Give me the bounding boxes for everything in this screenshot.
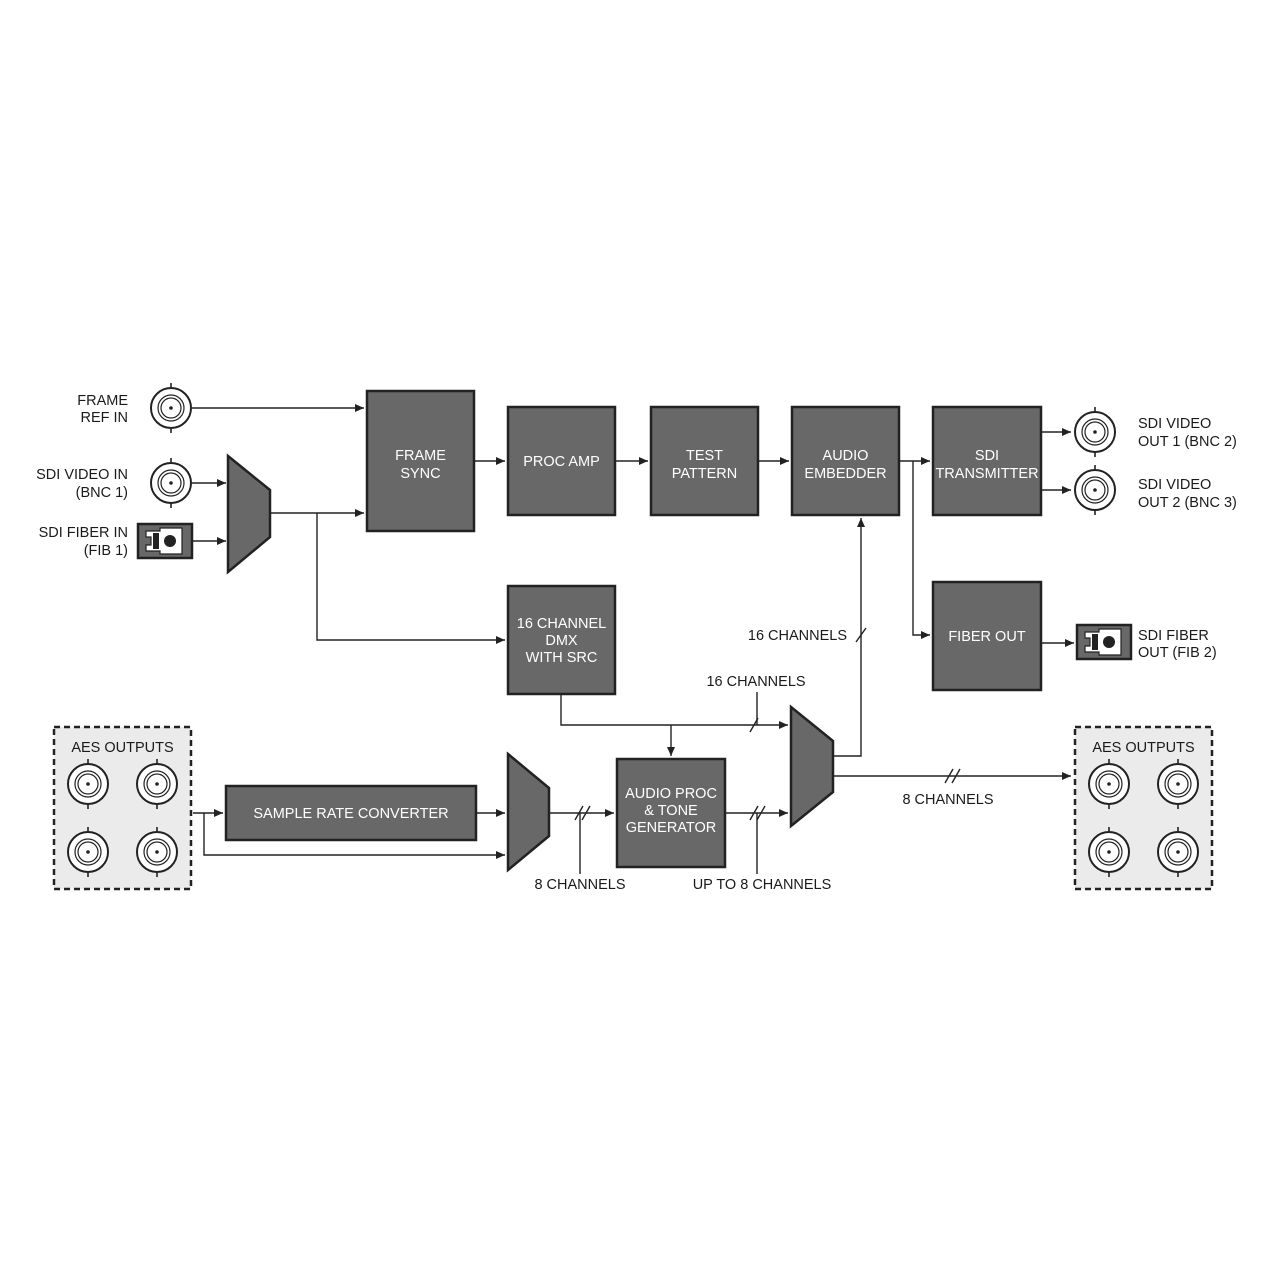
- audio-embedder-label-2: EMBEDDER: [804, 466, 886, 482]
- sdi-out2-bnc-icon: [1074, 464, 1116, 516]
- dmx-label-3: WITH SRC: [526, 650, 598, 666]
- proc-amp-block: PROC AMP: [506, 405, 617, 517]
- sdi-out1-label-1: SDI VIDEO: [1138, 416, 1211, 432]
- frame-ref-bnc-icon: [150, 382, 192, 434]
- channels-dmx-to-mux-label: 16 CHANNELS: [706, 674, 805, 690]
- channels-to-embedder-label: 16 CHANNELS: [748, 628, 847, 644]
- dmx-label-2: DMX: [545, 633, 578, 649]
- sdi-transmitter-block: SDI TRANSMITTER: [931, 405, 1043, 517]
- frame-ref-label-1: FRAME: [77, 393, 128, 409]
- frame-sync-label-1: FRAME: [395, 448, 446, 464]
- audio-embedder-label-1: AUDIO: [823, 448, 869, 464]
- dmx-block: 16 CHANNEL DMX WITH SRC: [506, 584, 617, 696]
- port-labels: FRAME REF IN SDI VIDEO IN (BNC 1) SDI FI…: [36, 393, 1237, 661]
- aes-left-title: AES OUTPUTS: [71, 740, 173, 756]
- sdi-out2-label-1: SDI VIDEO: [1138, 477, 1211, 493]
- src-bypass-mux: [506, 751, 551, 873]
- sdi-out1-label-2: OUT 1 (BNC 2): [1138, 434, 1237, 450]
- audio-proc-block: AUDIO PROC & TONE GENERATOR: [615, 757, 727, 869]
- sdi-transmitter-label-2: TRANSMITTER: [935, 466, 1038, 482]
- frame-sync-label-2: SYNC: [400, 466, 440, 482]
- bus-width-markers: [574, 627, 961, 821]
- audio-output-mux: [789, 704, 835, 829]
- sdi-transmitter-label-1: SDI: [975, 448, 999, 464]
- fiber-in-label-2: (FIB 1): [84, 543, 128, 559]
- fiber-out-port-label-1: SDI FIBER: [1138, 628, 1209, 644]
- frame-ref-label-2: REF IN: [80, 410, 128, 426]
- test-pattern-label-1: TEST: [686, 448, 723, 464]
- fiber-out-label: FIBER OUT: [948, 629, 1025, 645]
- sdi-in-label-2: (BNC 1): [76, 485, 128, 501]
- aes-right-title: AES OUTPUTS: [1092, 740, 1194, 756]
- fiber-out-block: FIBER OUT: [931, 580, 1043, 692]
- test-pattern-label-2: PATTERN: [672, 466, 738, 482]
- aes-outputs-right: AES OUTPUTS: [1073, 725, 1214, 891]
- proc-amp-label: PROC AMP: [523, 454, 600, 470]
- sdi-out1-bnc-icon: [1074, 406, 1116, 458]
- video-input-mux: [226, 453, 272, 575]
- fiber-out-port-label-2: OUT (FIB 2): [1138, 645, 1217, 661]
- audio-embedder-block: AUDIO EMBEDDER: [790, 405, 901, 517]
- frame-sync-block: FRAME SYNC: [365, 389, 476, 533]
- fiber-in-label-1: SDI FIBER IN: [39, 525, 128, 541]
- sdi-out2-label-2: OUT 2 (BNC 3): [1138, 495, 1237, 511]
- fiber-in-connector-icon: [136, 522, 194, 560]
- sample-rate-converter-block: SAMPLE RATE CONVERTER: [224, 784, 478, 842]
- test-pattern-block: TEST PATTERN: [649, 405, 760, 517]
- channels-proc-to-mux-label: UP TO 8 CHANNELS: [693, 877, 832, 893]
- sdi-in-label-1: SDI VIDEO IN: [36, 467, 128, 483]
- audio-proc-label-3: GENERATOR: [626, 820, 717, 836]
- fiber-out-connector-icon: [1075, 623, 1133, 661]
- audio-proc-label-2: & TONE: [644, 803, 698, 819]
- sample-rate-converter-label: SAMPLE RATE CONVERTER: [253, 806, 448, 822]
- audio-proc-label-1: AUDIO PROC: [625, 786, 717, 802]
- sdi-in-bnc-icon: [150, 457, 192, 509]
- dmx-label-1: 16 CHANNEL: [517, 616, 606, 632]
- channels-mux-to-aes-label: 8 CHANNELS: [902, 792, 993, 808]
- channels-src-to-proc-label: 8 CHANNELS: [534, 877, 625, 893]
- aes-outputs-left: AES OUTPUTS: [52, 725, 193, 891]
- channel-labels: 16 CHANNELS 16 CHANNELS 8 CHANNELS 8 CHA…: [534, 628, 993, 893]
- connection-wires: [192, 404, 1074, 874]
